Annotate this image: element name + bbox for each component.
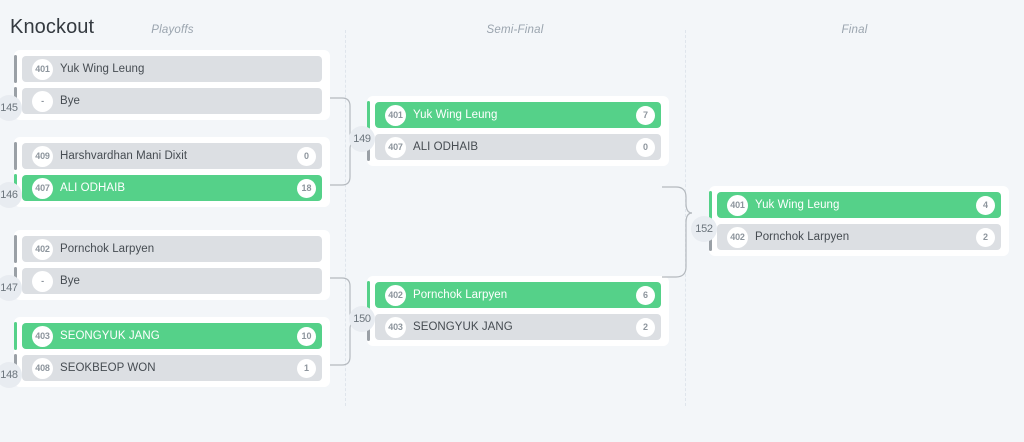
participant-name: Pornchok Larpyen: [413, 289, 508, 301]
participant-row[interactable]: 401 Yuk Wing Leung: [14, 55, 322, 83]
participant-row[interactable]: 401 Yuk Wing Leung 7: [367, 101, 661, 129]
participant-name: Bye: [60, 275, 80, 287]
match-number-badge: 148: [0, 362, 22, 388]
seed-badge: 401: [385, 104, 406, 126]
participant-name: ALI ODHAIB: [413, 141, 479, 153]
match-number-badge: 145: [0, 95, 22, 121]
participant-row[interactable]: 401 Yuk Wing Leung 4: [709, 191, 1001, 219]
participant-row[interactable]: 409 Harshvardhan Mani Dixit 0: [14, 142, 322, 170]
match-number-badge: 146: [0, 182, 22, 208]
participant-row[interactable]: - Bye: [14, 267, 322, 295]
round-column-final: Final 401 Yuk Wing Leung 4 402 Pornchok …: [685, 22, 1024, 406]
round-divider: [345, 30, 346, 406]
score-badge: 4: [976, 195, 995, 215]
match-number-badge: 152: [691, 216, 717, 242]
round-title-semi-final: Semi-Final: [486, 24, 544, 36]
participant-name: Yuk Wing Leung: [60, 63, 145, 75]
score-badge: [297, 60, 316, 79]
round-column-playoffs: Playoffs 401 Yuk Wing Leung - Bye 145 40…: [0, 22, 345, 406]
seed-badge: 403: [32, 325, 53, 347]
match-number-badge: 149: [349, 126, 375, 152]
match-card[interactable]: 409 Harshvardhan Mani Dixit 0 407 ALI OD…: [14, 137, 330, 207]
seed-badge: 402: [385, 284, 406, 306]
match-card[interactable]: 403 SEONGYUK JANG 10 408 SEOKBEOP WON 1: [14, 317, 330, 387]
match-number-badge: 150: [349, 306, 375, 332]
seed-badge: 409: [32, 145, 53, 167]
score-badge: 6: [636, 285, 655, 305]
knockout-bracket: Playoffs 401 Yuk Wing Leung - Bye 145 40…: [0, 22, 1024, 406]
round-column-semi-final: Semi-Final 401 Yuk Wing Leung 7 407 ALI …: [345, 22, 685, 406]
score-badge: 2: [976, 227, 995, 247]
participant-row[interactable]: 402 Pornchok Larpyen 2: [709, 223, 1001, 251]
match-card[interactable]: 401 Yuk Wing Leung 7 407 ALI ODHAIB 0: [367, 96, 669, 166]
seed-badge: 401: [32, 58, 53, 80]
participant-name: Pornchok Larpyen: [60, 243, 155, 255]
participant-row[interactable]: 408 SEOKBEOP WON 1: [14, 354, 322, 382]
match-card[interactable]: 402 Pornchok Larpyen 6 403 SEONGYUK JANG…: [367, 276, 669, 346]
participant-name: Pornchok Larpyen: [755, 231, 850, 243]
participant-row[interactable]: 407 ALI ODHAIB 0: [367, 133, 661, 161]
participant-name: Harshvardhan Mani Dixit: [60, 150, 188, 162]
participant-name: SEOKBEOP WON: [60, 362, 156, 374]
participant-name: SEONGYUK JANG: [413, 321, 513, 333]
participant-name: SEONGYUK JANG: [60, 330, 160, 342]
score-badge: [297, 272, 316, 291]
page-title: Knockout: [10, 16, 95, 39]
score-badge: 0: [636, 137, 655, 157]
match-card[interactable]: 402 Pornchok Larpyen - Bye: [14, 230, 330, 300]
score-badge: [297, 240, 316, 259]
score-badge: 0: [297, 146, 316, 166]
seed-badge: -: [32, 90, 53, 112]
seed-badge: 402: [727, 226, 748, 248]
participant-name: ALI ODHAIB: [60, 182, 126, 194]
seed-badge: 403: [385, 316, 406, 338]
participant-row[interactable]: 402 Pornchok Larpyen: [14, 235, 322, 263]
participant-row[interactable]: 403 SEONGYUK JANG 2: [367, 313, 661, 341]
participant-name: Yuk Wing Leung: [755, 199, 840, 211]
participant-name: Yuk Wing Leung: [413, 109, 498, 121]
seed-badge: 408: [32, 357, 53, 379]
seed-badge: 407: [32, 177, 53, 199]
score-badge: 10: [297, 326, 316, 346]
participant-row[interactable]: - Bye: [14, 87, 322, 115]
participant-row[interactable]: 403 SEONGYUK JANG 10: [14, 322, 322, 350]
seed-badge: 402: [32, 238, 53, 260]
match-card[interactable]: 401 Yuk Wing Leung - Bye: [14, 50, 330, 120]
round-title-playoffs: Playoffs: [151, 24, 194, 36]
seed-badge: -: [32, 270, 53, 292]
score-badge: 2: [636, 317, 655, 337]
round-title-final: Final: [841, 24, 868, 36]
round-divider: [685, 30, 686, 406]
participant-name: Bye: [60, 95, 80, 107]
match-number-badge: 147: [0, 275, 22, 301]
score-badge: 7: [636, 105, 655, 125]
participant-row[interactable]: 407 ALI ODHAIB 18: [14, 174, 322, 202]
seed-badge: 401: [727, 194, 748, 216]
score-badge: 18: [297, 178, 316, 198]
score-badge: [297, 92, 316, 111]
score-badge: 1: [297, 358, 316, 378]
seed-badge: 407: [385, 136, 406, 158]
participant-row[interactable]: 402 Pornchok Larpyen 6: [367, 281, 661, 309]
match-card[interactable]: 401 Yuk Wing Leung 4 402 Pornchok Larpye…: [709, 186, 1009, 256]
